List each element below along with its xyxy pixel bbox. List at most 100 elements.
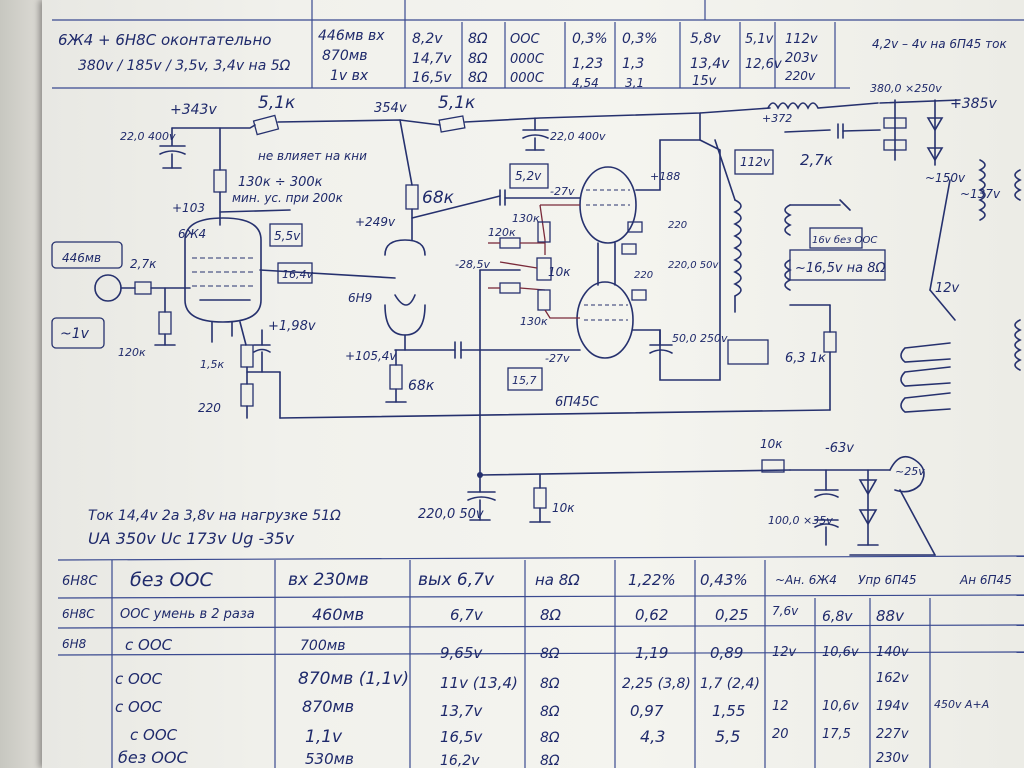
- schematic-wires: [94, 99, 1022, 556]
- header-cell: 8Ω: [468, 51, 488, 67]
- header-cell: 16,5v: [412, 70, 452, 86]
- label: +249v: [355, 215, 396, 229]
- header-cell: 8,2v: [412, 31, 443, 47]
- note: UA 350v Uc 173v Ug -35v: [88, 529, 295, 548]
- table-cell: 8Ω: [540, 646, 560, 662]
- header-cell: 446мв вх: [318, 28, 385, 44]
- label: +343v: [170, 102, 217, 118]
- header-cell: 13,4v: [690, 56, 730, 72]
- table-cell: 5,5: [715, 727, 740, 746]
- label: 446мв: [62, 251, 101, 265]
- label: 15,7: [512, 374, 537, 387]
- label: 6Ж4: [178, 227, 206, 241]
- header-cell: 14,7v: [412, 51, 452, 67]
- table-cell: вых 6,7v: [418, 570, 495, 590]
- table-cell: 11v (13,4): [440, 674, 518, 692]
- table-cell: 0,89: [710, 644, 743, 662]
- header-cell: 12,6v: [745, 57, 782, 72]
- table-cell: 227v: [876, 727, 909, 742]
- table-cell: 13,7v: [440, 702, 483, 720]
- header-cell: 000С: [510, 71, 545, 86]
- table-cell: 0,43%: [700, 571, 748, 589]
- header-cell: 220v: [785, 69, 816, 83]
- label: 10к: [548, 265, 571, 279]
- label: 1,5к: [200, 358, 224, 371]
- table-cell: 450v А+А: [934, 698, 989, 711]
- table-cell: 16,5v: [440, 728, 483, 746]
- label: 22,0 400v: [120, 130, 176, 143]
- header-cell: 870мв: [322, 48, 368, 64]
- label: +105,4v: [345, 349, 397, 363]
- label: не влияет на кни: [258, 149, 367, 163]
- label: 130к: [512, 212, 540, 225]
- label: 68к: [422, 188, 455, 208]
- label: 120к: [118, 346, 146, 359]
- header-cell: 1v вх: [330, 68, 369, 84]
- table-cell: 12v: [772, 645, 797, 660]
- label: 10к: [552, 501, 575, 515]
- value-boxes: [51, 149, 886, 391]
- table-cell: 17,5: [822, 727, 851, 742]
- table-cell: 1,22%: [628, 571, 676, 589]
- table-cell: ~Ан. 6Ж4: [775, 573, 837, 587]
- table-cell: 6Н8С: [62, 574, 98, 589]
- label: 10к: [760, 437, 783, 451]
- table-cell: с ООС: [130, 726, 178, 744]
- table-cell: 1,7 (2,4): [700, 676, 760, 692]
- label: 68к: [408, 378, 435, 394]
- header-cell: 3,1: [625, 76, 644, 90]
- label: 220: [198, 401, 221, 415]
- note: Ток 14,4v 2а 3,8v на нагрузке 51Ω: [88, 508, 341, 524]
- table-cell: 700мв: [300, 638, 346, 654]
- table-cell: 20: [772, 727, 789, 742]
- table-cell: 8Ω: [540, 730, 560, 746]
- schematic-labels: +343v 5,1к 354v 5,1к 22,0 400v 22,0 400v…: [60, 82, 1001, 548]
- table-cell: 10,6v: [822, 699, 859, 714]
- label: ~1v: [60, 326, 90, 342]
- table-cell: 4,3: [640, 727, 665, 746]
- label: +1,98v: [268, 319, 316, 334]
- label: 354v: [374, 101, 407, 116]
- header-cell: 15v: [692, 74, 717, 89]
- table-cell: 8Ω: [540, 676, 560, 692]
- label: ~16,5v на 8Ω: [795, 261, 886, 276]
- label: +188: [650, 170, 680, 183]
- table-cell: 8Ω: [540, 704, 560, 720]
- label: ~137v: [960, 187, 1001, 201]
- table-cell: 1,55: [712, 702, 745, 720]
- label: +103: [172, 201, 205, 215]
- label: -28,5v: [455, 258, 490, 271]
- table-cell: 10,6v: [822, 645, 859, 660]
- label: 112v: [740, 155, 771, 169]
- table-cell: без ООС: [130, 569, 213, 591]
- table-cell: 1,19: [635, 644, 668, 662]
- table-cell: 530мв: [305, 750, 354, 768]
- results-table: 6Н8С без ООС вх 230мв вых 6,7v на 8Ω 1,2…: [62, 569, 1012, 768]
- header-cell: 8Ω: [468, 70, 488, 86]
- label: ~150v: [925, 171, 966, 185]
- header-cell: 1,3: [622, 56, 644, 72]
- table-cell: 8Ω: [540, 606, 562, 624]
- header-grid: [52, 0, 1024, 89]
- table-cell: 162v: [876, 671, 909, 686]
- header-cell: 6Ж4 + 6Н8С оконтательно: [58, 31, 272, 49]
- table-cell: 6,7v: [450, 606, 484, 624]
- table-cell: с ООС: [115, 670, 163, 688]
- label: 220: [668, 220, 687, 231]
- results-table-grid: [57, 555, 1024, 768]
- table-cell: 460мв: [312, 605, 364, 624]
- header-cell: 5,8v: [690, 31, 721, 47]
- table-cell: Упр 6П45: [858, 573, 917, 587]
- label: 12v: [935, 281, 960, 296]
- table-cell: 7,6v: [772, 604, 799, 618]
- label: 2,7к: [130, 257, 157, 271]
- label: 22,0 400v: [550, 130, 606, 143]
- header-cell: 000С: [510, 52, 545, 67]
- header-cell: 0,3%: [572, 31, 608, 47]
- table-cell: 0,97: [630, 702, 664, 720]
- header-cell: 8Ω: [468, 31, 488, 47]
- label: 5,1к: [258, 93, 296, 113]
- label: 220: [634, 270, 653, 281]
- table-cell: 88v: [876, 607, 905, 625]
- header-cell: 0,3%: [622, 31, 658, 47]
